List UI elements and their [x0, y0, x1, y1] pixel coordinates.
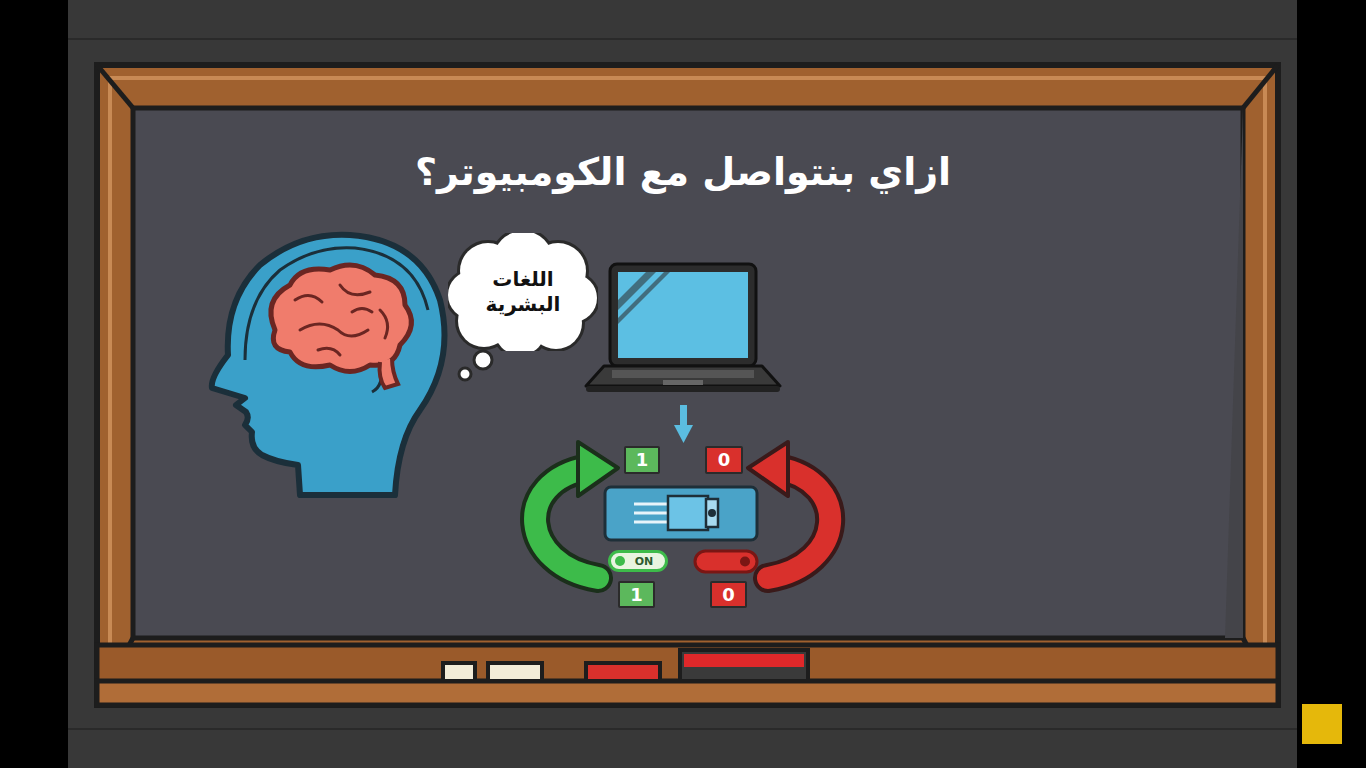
chalkboard: [133, 108, 1243, 638]
bit-box: 0: [705, 446, 743, 474]
frame-highlight: [110, 78, 1265, 692]
transistor-hole: [708, 509, 716, 517]
bit-value: 0: [722, 586, 735, 604]
transistor-tab: [706, 499, 718, 527]
off-switch-knob: [740, 557, 750, 567]
eraser: [680, 650, 808, 681]
laptop-screen: [618, 272, 748, 358]
switch-label: ON: [623, 556, 654, 567]
brain: [271, 265, 412, 371]
laptop-keyboard: [612, 370, 754, 378]
eraser-top: [684, 654, 804, 667]
slide-title: ازاي بنتواصل مع الكومبيوتر؟: [283, 150, 1083, 194]
chalk: [488, 663, 542, 681]
chalk-tray-lip: [97, 681, 1278, 705]
frame-corner: [1243, 65, 1278, 108]
laptop-base: [586, 366, 780, 386]
screen-glare: [618, 272, 670, 324]
head-silhouette: [212, 235, 445, 495]
frame-corner: [97, 65, 133, 108]
wall-line: [68, 728, 1297, 730]
chalk: [443, 663, 475, 681]
brain-folds: [295, 285, 388, 355]
laptop-touchpad: [663, 380, 703, 385]
switch-knob: [615, 556, 625, 566]
down-arrow-head: [674, 425, 693, 443]
bit-value: 1: [630, 586, 643, 604]
transistor-lead: [634, 503, 670, 506]
bit-value: 1: [636, 451, 649, 469]
channel-logo: [1302, 704, 1342, 744]
bit-box: 1: [624, 446, 660, 474]
wall-line: [68, 38, 1297, 40]
bit-box: 1: [618, 581, 655, 608]
transistor-lead: [634, 521, 670, 524]
off-switch: [695, 551, 757, 572]
on-switch: ON: [608, 550, 668, 572]
thought-dot: [459, 368, 471, 380]
wall: [68, 0, 1297, 768]
bubble-text: اللغات البشرية: [475, 267, 571, 317]
bit-value: 0: [718, 451, 731, 469]
thought-dot: [474, 351, 492, 369]
thought-bubble: اللغات البشرية: [448, 233, 598, 351]
board-shade: [1225, 108, 1243, 638]
bit-box: 0: [710, 581, 747, 608]
laptop-lid: [610, 264, 756, 366]
board-frame: [97, 65, 1278, 705]
laptop-edge: [586, 386, 780, 392]
transistor-body: [668, 496, 708, 530]
transistor-lead: [634, 512, 670, 515]
chalk: [586, 663, 660, 681]
transistor-chip: [605, 487, 757, 540]
brain-stem: [380, 358, 398, 388]
down-arrow-shaft: [680, 405, 687, 427]
